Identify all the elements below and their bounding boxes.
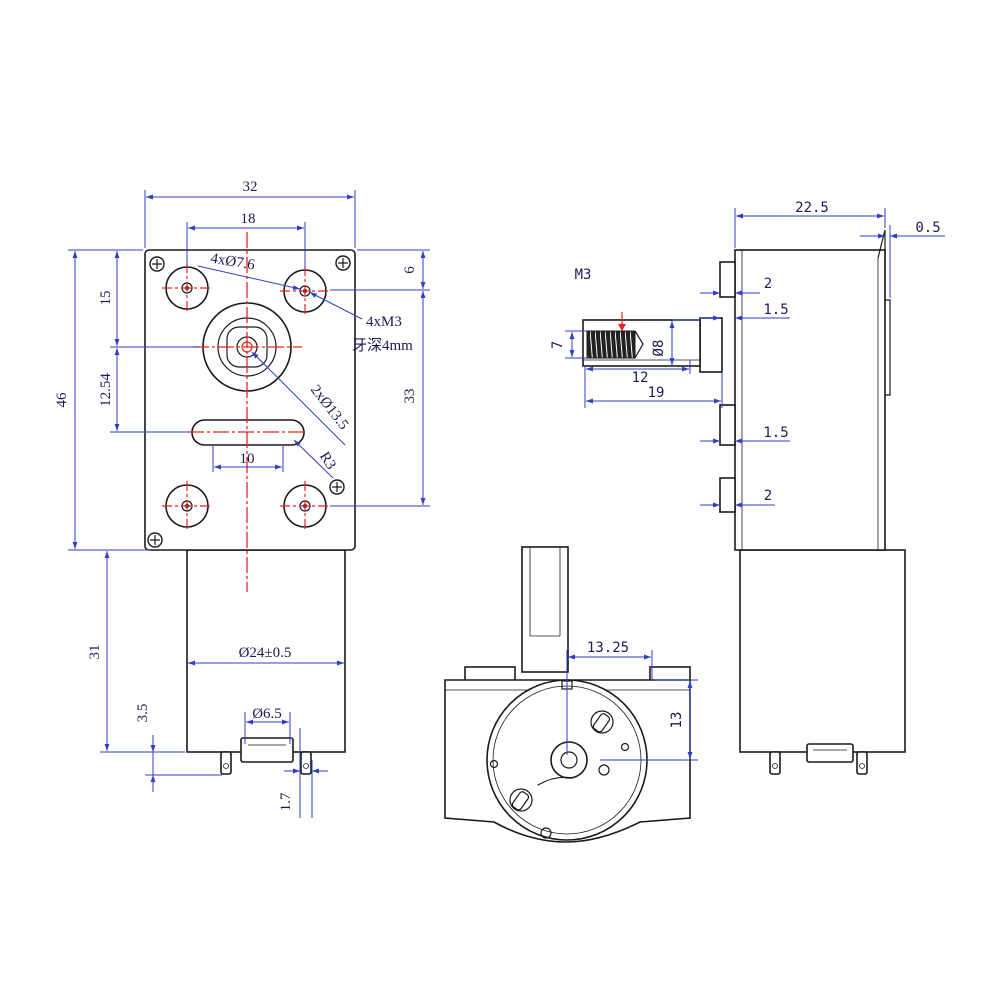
end-motor-face	[486, 679, 648, 841]
dim-label: 7	[550, 341, 566, 349]
mounting-hole	[162, 481, 212, 531]
dim-height-overall: 46	[54, 249, 150, 551]
dim-label: 1.5	[763, 302, 788, 318]
brush-slot	[590, 710, 614, 734]
dim-terminal-spacing: Ø6.5	[244, 706, 291, 744]
dim-width-overall: 32	[144, 179, 356, 248]
dim-label: 15	[98, 291, 114, 306]
dim-label: 4xØ7.6	[209, 251, 256, 274]
dim-label: 18	[241, 211, 256, 227]
dim-plate-step: 0.5	[860, 220, 945, 298]
dim-label: 33	[402, 389, 418, 404]
dim-label: Ø8	[651, 340, 667, 357]
leader-thread: 4xM3 牙深4mm	[309, 291, 413, 354]
dim-shaft-offset-y: 13	[600, 679, 698, 761]
front-centerlines	[188, 232, 306, 592]
screw-icon	[149, 256, 165, 272]
dim-shaft-length: 19	[584, 366, 723, 408]
screw-icon	[329, 479, 345, 495]
dim-label: 1.7	[278, 792, 294, 811]
dim-label: 3.5	[135, 704, 151, 723]
dim-hole-offset-y: 15	[98, 251, 200, 348]
side-output-shaft	[582, 312, 723, 373]
dim-motor-diameter: Ø24±0.5	[188, 645, 344, 666]
dim-shaft-offset-x: 13.25	[566, 640, 653, 755]
dim-hole-spacing-y: 33	[330, 291, 430, 507]
dim-thread-length: 12	[586, 360, 691, 386]
dim-bump-lower: 2	[700, 488, 775, 508]
dim-bump-top: 2	[700, 276, 772, 296]
screw-icon	[335, 255, 351, 271]
dim-label: 13.25	[587, 640, 629, 656]
dim-thread-diameter: 7	[550, 330, 587, 359]
dim-depth-overall: 22.5	[734, 200, 886, 248]
dim-top-offset: 6	[330, 249, 430, 291]
dim-label: 22.5	[795, 200, 829, 216]
screw-icon	[147, 532, 163, 548]
dim-label: 13	[669, 712, 685, 729]
leader-hole-diameter: 4xØ7.6	[197, 251, 301, 290]
end-view: 13.25 13	[444, 546, 698, 843]
dim-label: 2	[764, 276, 772, 292]
front-motor-body	[186, 549, 346, 775]
side-motor-body	[739, 549, 906, 775]
dim-label: 12	[632, 370, 649, 386]
dim-label: 牙深4mm	[352, 337, 413, 354]
end-shaft	[521, 546, 569, 673]
side-view: 22.5 0.5 M3 2 1.5 7 Ø8	[550, 200, 945, 775]
front-screws	[147, 255, 351, 548]
mounting-hole	[280, 481, 330, 531]
dim-label: 12.54	[98, 373, 114, 407]
dim-label: 46	[54, 392, 70, 408]
dim-bump-top-gap: 1.5	[700, 302, 790, 321]
side-gearbox	[734, 229, 891, 551]
dim-terminal-height: 3.5	[135, 704, 222, 792]
front-view: 32 18 46 15 12.54 6	[54, 179, 430, 818]
dim-slot-length: 10	[212, 445, 284, 472]
brush-slot	[509, 788, 533, 812]
dim-label: 2	[764, 488, 772, 504]
dim-terminal-width: 1.7	[278, 728, 328, 818]
mounting-hole	[162, 263, 212, 313]
dim-label: 0.5	[915, 220, 940, 236]
dim-label: 6	[402, 266, 418, 274]
mounting-hole	[280, 266, 330, 316]
dim-hole-spacing-x: 18	[186, 211, 306, 268]
dim-shaft-diameter: Ø8	[651, 319, 700, 365]
front-gearbox-plate	[144, 249, 356, 551]
front-mounting-holes	[162, 263, 330, 531]
dim-label: R3	[316, 449, 339, 472]
dim-label: 31	[87, 645, 103, 660]
dim-label: 1.5	[763, 425, 788, 441]
dim-label: 10	[240, 451, 255, 467]
dim-label: 32	[243, 179, 258, 195]
dim-label: 19	[648, 385, 665, 401]
leader-slot-radius: R3	[293, 439, 339, 479]
dim-label: 4xM3	[366, 314, 402, 330]
dim-label: Ø6.5	[252, 706, 282, 722]
dim-bump-lower-gap: 1.5	[700, 425, 790, 444]
shaft-thread-label: M3	[575, 267, 592, 283]
dim-shaft-to-slot: 12.54	[98, 348, 190, 433]
side-flange-bumps	[719, 261, 736, 513]
dim-label: Ø24±0.5	[239, 645, 292, 661]
dim-motor-length: 31	[87, 551, 185, 753]
